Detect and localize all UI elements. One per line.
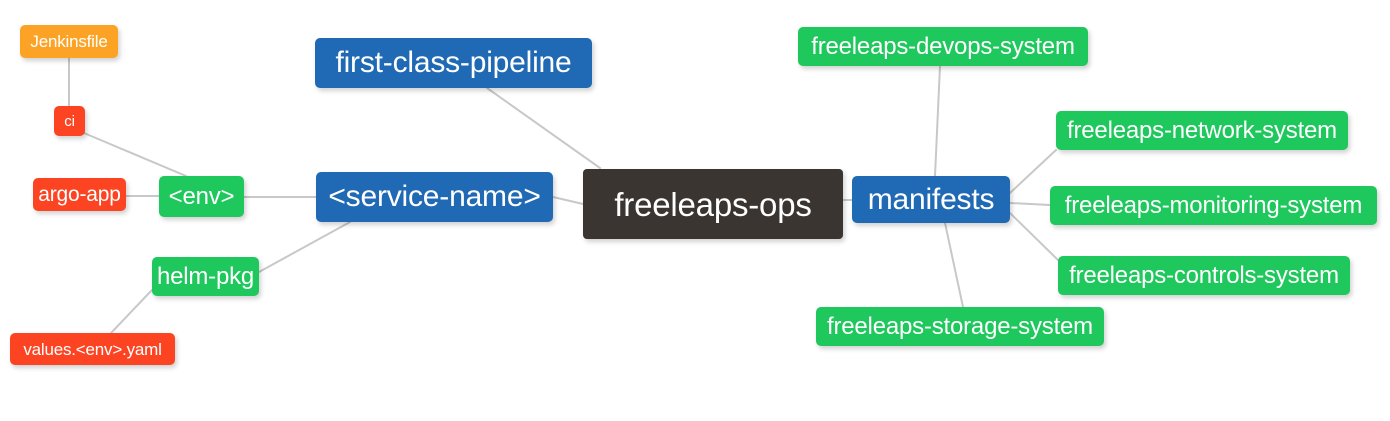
node-helm[interactable]: helm-pkg <box>152 257 259 296</box>
node-label: Jenkinsfile <box>30 32 108 51</box>
node-label: freeleaps-storage-system <box>827 312 1093 340</box>
edge-root-to-pipeline <box>486 87 601 169</box>
node-label: freeleaps-network-system <box>1067 116 1337 144</box>
node-service[interactable]: <service-name> <box>316 172 553 222</box>
node-values[interactable]: values.<env>.yaml <box>10 333 175 365</box>
node-storage[interactable]: freeleaps-storage-system <box>816 307 1104 346</box>
node-label: <service-name> <box>328 180 541 213</box>
node-label: freeleaps-devops-system <box>811 32 1075 60</box>
edge-manifests-to-monitoring <box>1009 202 1051 206</box>
edge-root-to-service <box>552 196 584 205</box>
node-network[interactable]: freeleaps-network-system <box>1056 111 1348 150</box>
node-pipeline[interactable]: first-class-pipeline <box>315 38 592 88</box>
edge-service-to-helm <box>258 221 351 273</box>
node-label: ci <box>64 112 75 130</box>
edge-manifests-to-storage <box>944 222 964 308</box>
node-label: argo-app <box>38 183 121 206</box>
node-argo[interactable]: argo-app <box>33 178 126 211</box>
edge-helm-to-values <box>110 289 153 334</box>
edge-manifests-to-network <box>1009 149 1057 194</box>
node-env[interactable]: <env> <box>159 176 244 217</box>
node-label: values.<env>.yaml <box>23 339 162 359</box>
node-devops[interactable]: freeleaps-devops-system <box>798 27 1088 66</box>
node-label: <env> <box>168 182 235 210</box>
edge-env-to-ci <box>83 132 187 177</box>
node-monitoring[interactable]: freeleaps-monitoring-system <box>1050 186 1377 225</box>
node-label: manifests <box>867 182 995 216</box>
node-ci[interactable]: ci <box>54 106 85 136</box>
node-label: first-class-pipeline <box>335 46 572 79</box>
node-label: freeleaps-controls-system <box>1069 261 1339 289</box>
node-label: helm-pkg <box>156 262 255 290</box>
node-root[interactable]: freeleaps-ops <box>583 169 843 239</box>
node-label: freeleaps-ops <box>614 185 812 223</box>
edge-manifests-to-devops <box>934 65 941 177</box>
node-jenkins[interactable]: Jenkinsfile <box>20 25 118 58</box>
node-controls[interactable]: freeleaps-controls-system <box>1058 256 1350 295</box>
node-manifests[interactable]: manifests <box>852 176 1010 223</box>
node-label: freeleaps-monitoring-system <box>1064 191 1363 219</box>
